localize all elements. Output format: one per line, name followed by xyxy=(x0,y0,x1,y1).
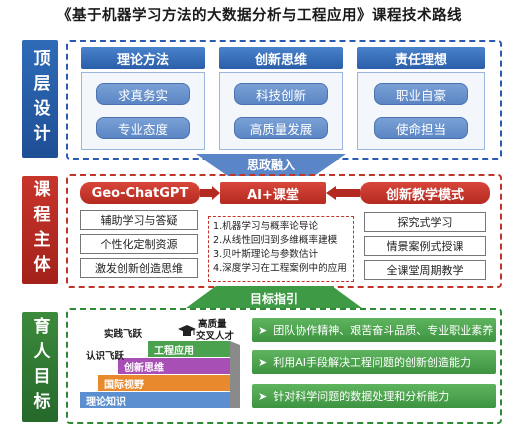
goal-text: 利用AI手段解决工程问题的创新创造能力 xyxy=(273,356,471,369)
geo-chatgpt-item: 个性化定制资源 xyxy=(80,234,198,254)
top-design-frame: 理论方法 求真务实 专业态度 创新思维 科技创新 高质量发展 责任理想 职业自豪… xyxy=(66,40,502,160)
page-title: 《基于机器学习方法的大数据分析与工程应用》课程技术路线 xyxy=(57,8,462,24)
course-topic: 4.深度学习在工程案例中的应用 xyxy=(213,263,347,274)
teaching-mode-item: 全课堂周期教学 xyxy=(364,260,486,280)
innovative-teaching-head: 创新教学模式 xyxy=(360,182,490,204)
top-column-body-innovation: 科技创新 高质量发展 xyxy=(219,72,343,150)
integration-banner-arrow xyxy=(196,154,346,176)
stair-label-practice: 实践飞跃 xyxy=(104,329,143,340)
top-item: 高质量发展 xyxy=(234,117,328,139)
arrow-left-icon xyxy=(326,186,360,200)
stair-global-vision: 国际视野 xyxy=(98,375,230,391)
stair-side-shading xyxy=(230,341,240,408)
top-item: 职业自豪 xyxy=(374,83,468,105)
course-topic: 1.机器学习与概率论导论 xyxy=(213,221,319,232)
geo-chatgpt-item: 辅助学习与答疑 xyxy=(80,210,198,230)
top-item: 科技创新 xyxy=(234,83,328,105)
top-column-body-theory: 求真务实 专业态度 xyxy=(81,72,205,150)
goal-arrow-icon: ➤ xyxy=(258,323,268,337)
goal-text: 团队协作精神、艰苦奋斗品质、专业职业素养 xyxy=(273,324,494,337)
goal-bar: ➤ 针对科学问题的数据处理和分析能力 xyxy=(252,384,496,408)
stair-theory: 理论知识 xyxy=(80,392,230,408)
goal-bar: ➤ 团队协作精神、艰苦奋斗品质、专业职业素养 xyxy=(252,318,496,342)
top-column-body-responsibility: 职业自豪 使命担当 xyxy=(357,72,485,150)
top-column-head-responsibility: 责任理想 xyxy=(357,47,485,69)
goal-banner-arrow xyxy=(186,286,362,308)
section-label-bottom: 育人目标 xyxy=(22,312,58,422)
goal-banner-label: 目标指引 xyxy=(249,291,298,306)
section-label-top: 顶层设计 xyxy=(22,40,58,158)
top-item: 求真务实 xyxy=(96,83,190,105)
stair-innovation: 创新思维 xyxy=(118,358,230,374)
top-column-head-innovation: 创新思维 xyxy=(219,47,343,69)
teaching-mode-item: 探究式学习 xyxy=(364,212,486,232)
arrow-right-icon xyxy=(200,186,220,200)
goal-arrow-icon: ➤ xyxy=(258,389,268,403)
goal-arrow-icon: ➤ xyxy=(258,355,268,369)
stair-label-talent: 交叉人才 xyxy=(196,331,235,342)
education-goal-frame xyxy=(66,308,502,424)
stair-label-high-quality: 高质量 xyxy=(198,319,227,330)
geo-chatgpt-item: 激发创新创造思维 xyxy=(80,258,198,278)
stair-engineering: 工程应用 xyxy=(148,341,230,357)
top-column-head-theory: 理论方法 xyxy=(81,47,205,69)
course-topic: 2.从线性回归到多维概率建模 xyxy=(213,235,338,246)
stair-label-cognition: 认识飞跃 xyxy=(86,351,125,362)
geo-chatgpt-head: Geo-ChatGPT xyxy=(80,182,200,204)
top-item: 使命担当 xyxy=(374,117,468,139)
course-topics-list: 1.机器学习与概率论导论 2.从线性回归到多维概率建模 3.贝叶斯理论与参数估计… xyxy=(208,216,354,282)
section-label-middle: 课程主体 xyxy=(22,176,58,284)
top-item: 专业态度 xyxy=(96,117,190,139)
goal-text: 针对科学问题的数据处理和分析能力 xyxy=(273,390,450,403)
goal-bar: ➤ 利用AI手段解决工程问题的创新创造能力 xyxy=(252,350,496,374)
teaching-mode-item: 情景案例式授课 xyxy=(364,236,486,256)
integration-banner-label: 思政融入 xyxy=(246,157,295,172)
course-topic: 3.贝叶斯理论与参数估计 xyxy=(213,249,319,260)
graduation-cap-icon xyxy=(178,325,196,336)
ai-classroom-head: AI+课堂 xyxy=(220,182,326,204)
